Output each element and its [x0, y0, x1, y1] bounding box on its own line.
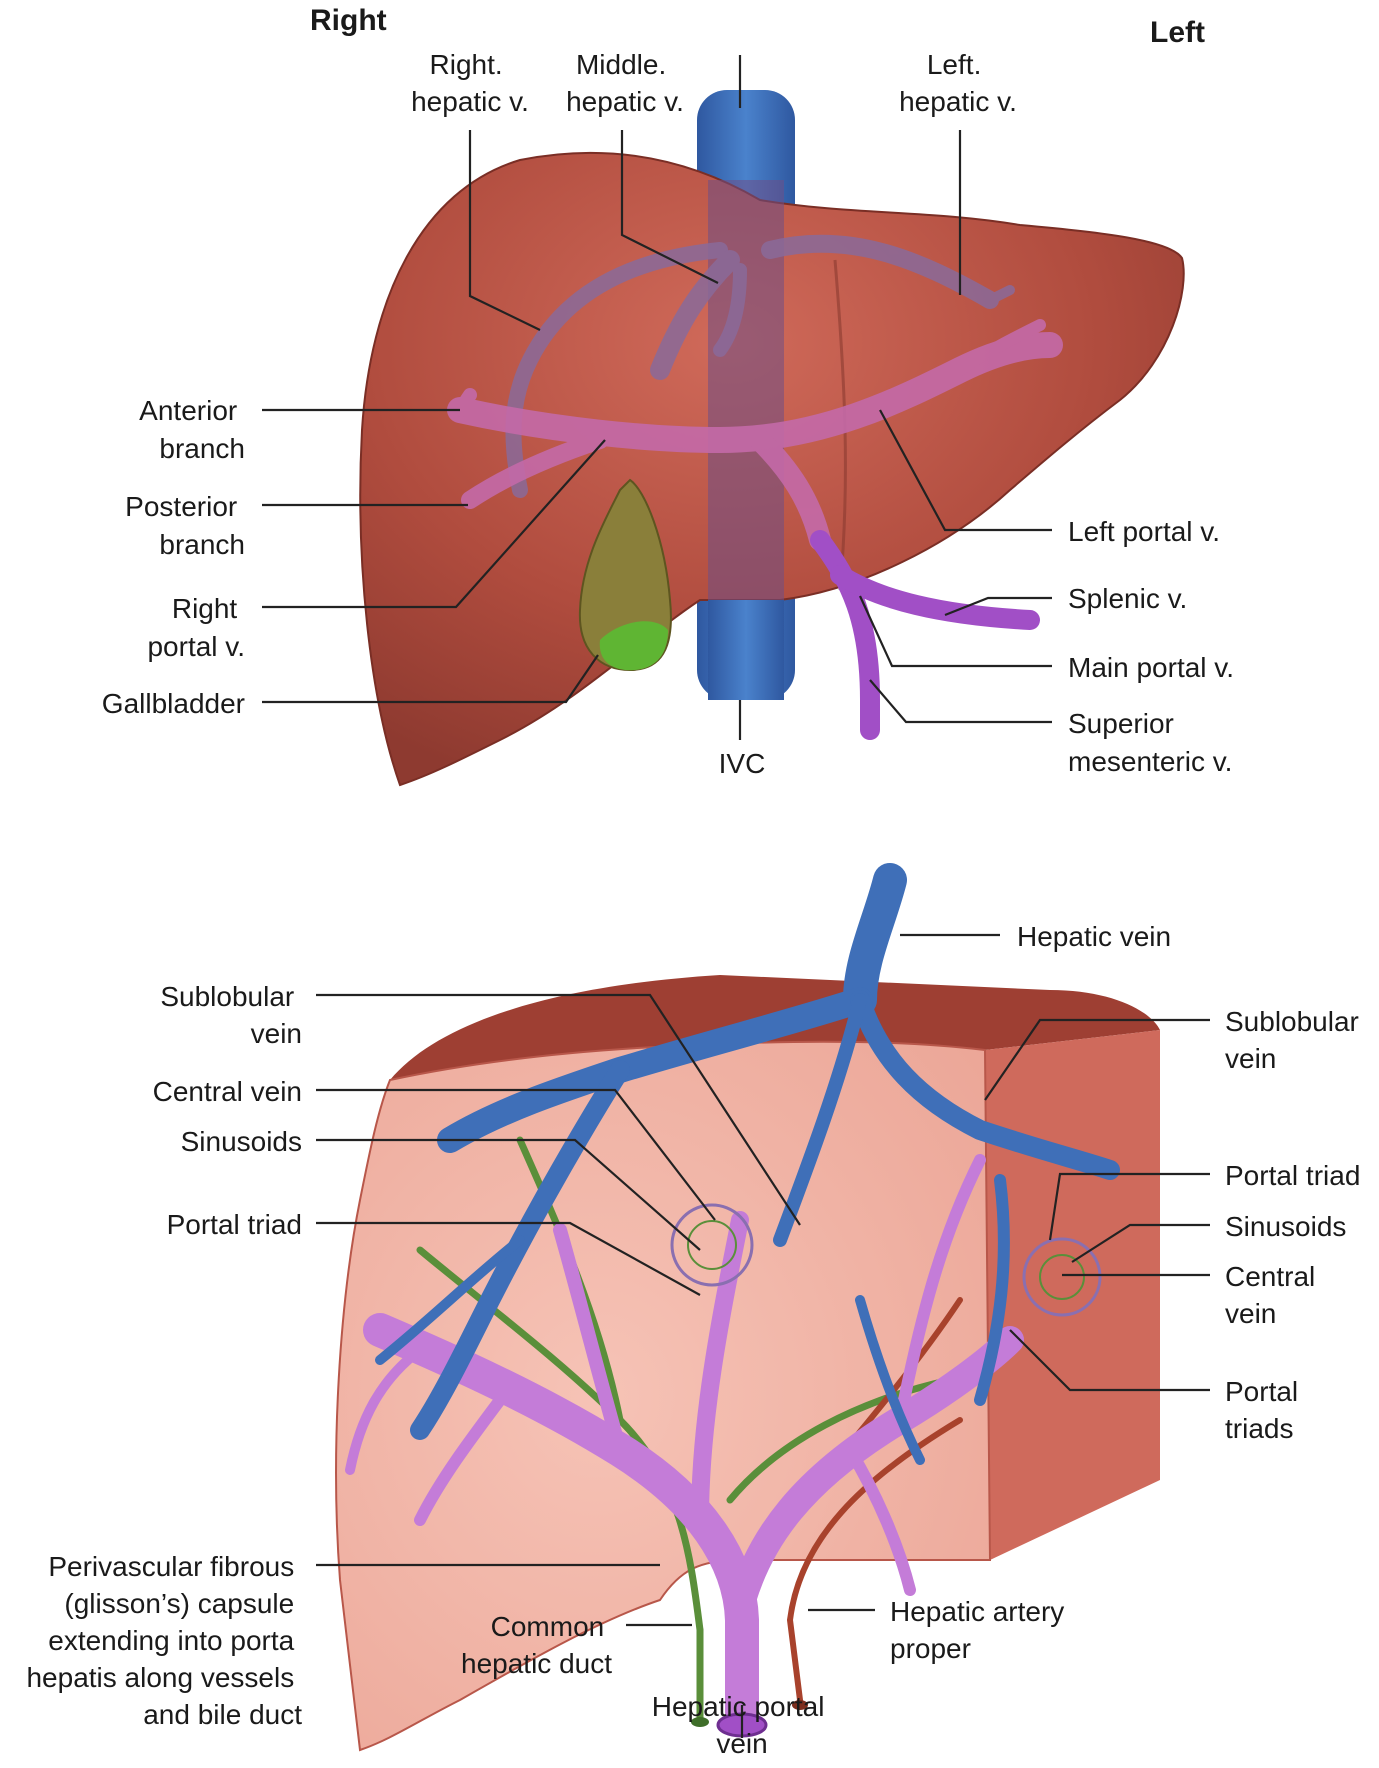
- liver-block-side: [985, 1030, 1160, 1560]
- label-anterior-branch: Anterior branch: [139, 395, 245, 464]
- label-hepatic-portal-vein: Hepatic portal vein: [652, 1691, 833, 1759]
- label-main-portal-v: Main portal v.: [1068, 652, 1234, 683]
- label-portal-triad-left: Portal triad: [167, 1209, 302, 1240]
- lobule-left: [670, 1203, 754, 1287]
- label-hepatic-vein: Hepatic vein: [1017, 921, 1171, 952]
- label-gallbladder: Gallbladder: [102, 688, 245, 719]
- label-sinusoids-right: Sinusoids: [1225, 1211, 1346, 1242]
- top-labels: Right Left Right. hepatic v. Middle. hep…: [102, 4, 1234, 779]
- label-superior-mesenteric-v: Superior mesenteric v.: [1068, 708, 1232, 777]
- label-posterior-branch: Posterior branch: [125, 491, 245, 560]
- label-central-vein-left: Central vein: [153, 1076, 302, 1107]
- label-left-hepatic-v: Left. hepatic v.: [899, 49, 1017, 117]
- label-portal-triads-right: Portal triads: [1225, 1376, 1306, 1444]
- label-right-side: Right: [310, 4, 387, 37]
- label-left-portal-v: Left portal v.: [1068, 516, 1220, 547]
- label-ivc: IVC: [719, 748, 766, 779]
- top-liver-diagram: Right Left Right. hepatic v. Middle. hep…: [102, 4, 1234, 787]
- bottom-lobule-diagram: Hepatic vein Sublobular vein Central vei…: [26, 863, 1367, 1759]
- hepatic-vein-branches: [375, 863, 1120, 1465]
- label-splenic-v: Splenic v.: [1068, 583, 1187, 614]
- label-common-hepatic-duct: Common hepatic duct: [461, 1611, 612, 1679]
- label-hepatic-artery-proper: Hepatic artery proper: [890, 1596, 1072, 1664]
- label-middle-hepatic-v: Middle. hepatic v.: [566, 49, 684, 117]
- label-right-portal-v: Right portal v.: [147, 593, 245, 662]
- top-leader-lines: [262, 55, 1052, 740]
- portal-veins: [447, 319, 1063, 551]
- label-sublobular-vein-right: Sublobular vein: [1225, 1006, 1367, 1074]
- bottom-labels: Hepatic vein Sublobular vein Central vei…: [26, 921, 1367, 1759]
- label-central-vein-right: Central vein: [1225, 1261, 1323, 1329]
- hepatic-veins: [505, 234, 1015, 498]
- label-right-hepatic-v: Right. hepatic v.: [411, 49, 529, 117]
- label-left-side: Left: [1150, 16, 1205, 49]
- label-sinusoids-left: Sinusoids: [181, 1126, 302, 1157]
- label-perivascular-capsule: Perivascular fibrous (glisson’s) capsule…: [26, 1551, 302, 1730]
- label-portal-triad-right: Portal triad: [1225, 1160, 1360, 1191]
- bottom-leader-lines: [316, 933, 1210, 1738]
- lobule-right: [1022, 1237, 1102, 1317]
- common-hepatic-duct-end: [691, 1717, 709, 1727]
- label-sublobular-vein-left: Sublobular vein: [160, 981, 302, 1049]
- hepatic-artery-end: [792, 1700, 808, 1710]
- portal-system-outside: [810, 530, 1040, 740]
